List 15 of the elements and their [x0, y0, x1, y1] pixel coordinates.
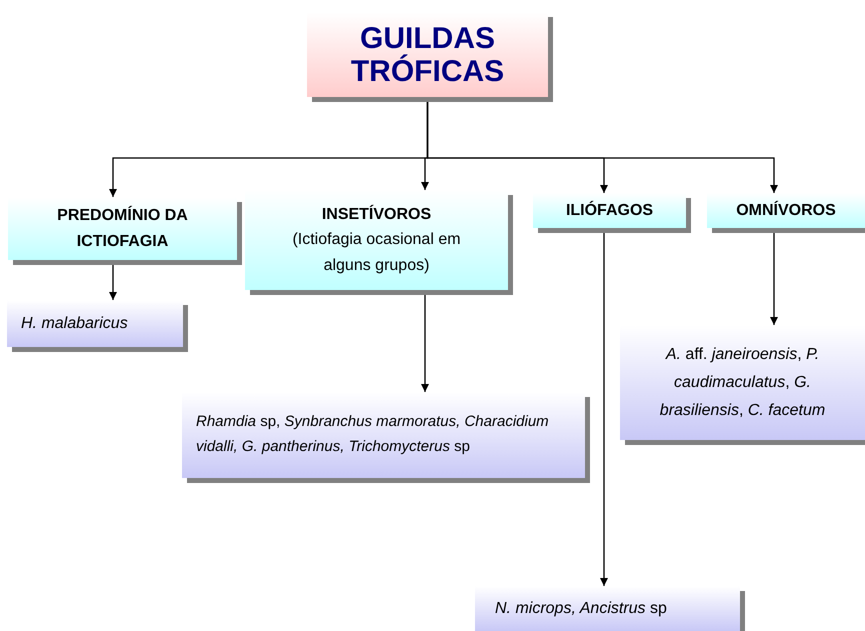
species-list: Rhamdia sp, Synbranchus marmoratus, Characidium vidalli, G. pantherinus, Trichomycterus sp: [196, 410, 577, 460]
title-text: GUILDAS TRÓFICAS: [350, 22, 506, 88]
guild-name: OMNÍVOROS: [735, 200, 837, 221]
species-list: A. aff. janeiroensis, P. caudimaculatus, G. brasiliensis, C. facetum: [640, 340, 845, 424]
species-box: [475, 586, 740, 631]
guild-name: INSETÍVOROS: [320, 204, 432, 225]
guild-name: ILIÓFAGOS: [564, 200, 654, 221]
species-list: N. microps, Ancistrus sp: [495, 594, 732, 622]
guild-box: [8, 197, 237, 260]
guild-box: [707, 193, 865, 228]
guild-note: (Ictiofagia ocasional em alguns grupos): [291, 230, 462, 276]
species-list: H. malabaricus: [21, 310, 175, 338]
species-box: [7, 300, 183, 347]
guild-box: [533, 193, 686, 228]
guild-name: PREDOMÍNIO DA ICTIOFAGIA: [56, 204, 189, 252]
